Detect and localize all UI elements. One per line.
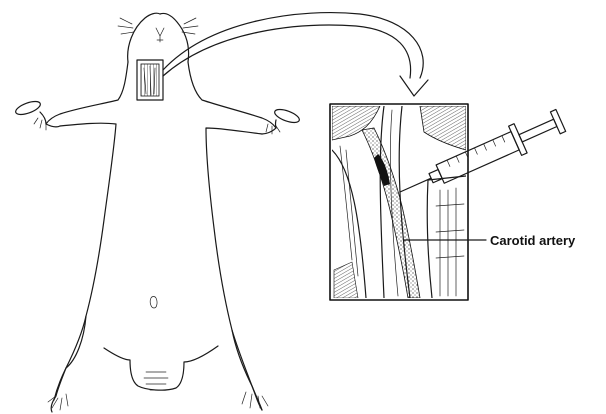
rat-body-left (46, 62, 128, 400)
muscle-upper-right (420, 106, 466, 150)
magnification-arrow (163, 13, 428, 96)
right-hindfoot (232, 330, 268, 410)
tail-base (144, 372, 168, 390)
navel (150, 297, 157, 309)
left-forepaw (14, 99, 60, 130)
syringe-plunger (519, 119, 557, 142)
neck-incision (137, 60, 163, 100)
rat-mouth (156, 28, 164, 42)
syringe-needle (400, 178, 431, 192)
whiskers-right (182, 18, 198, 34)
magnified-inset (330, 104, 468, 300)
whiskers-left (118, 18, 134, 34)
syringe (393, 106, 567, 207)
left-hindfoot (48, 316, 86, 412)
rat-body-right (188, 62, 276, 410)
rat-body (14, 13, 301, 412)
rat-hindquarter (104, 346, 218, 390)
carotid-artery-vessel (362, 128, 420, 298)
carotid-artery-label: Carotid artery (490, 233, 576, 248)
